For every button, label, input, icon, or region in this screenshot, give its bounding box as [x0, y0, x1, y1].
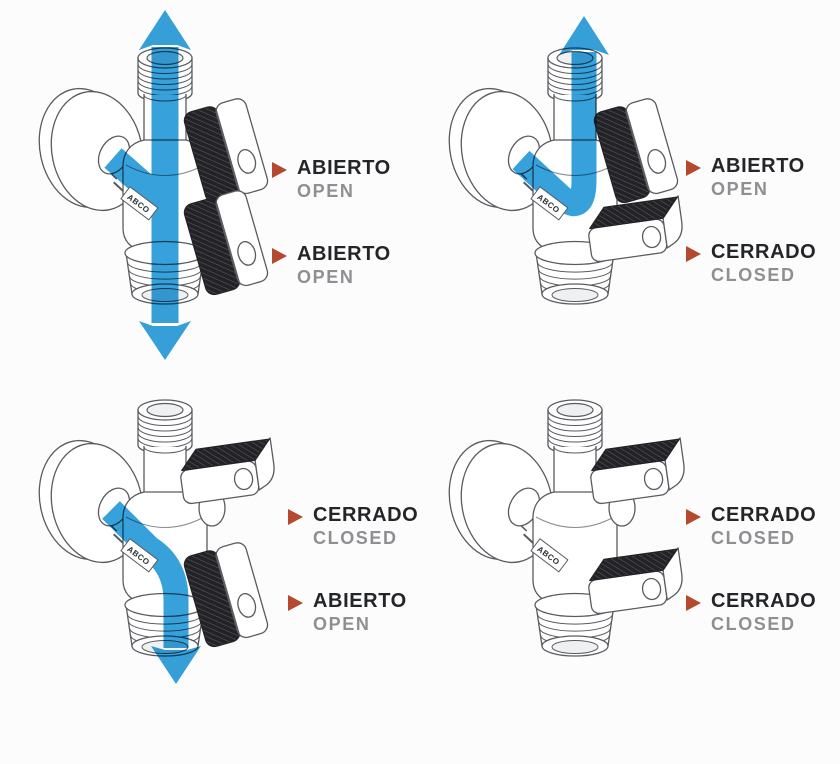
state-label-english: CLOSED [711, 614, 796, 634]
state-label-spanish: ABIERTO [313, 590, 407, 612]
valve-illustration-bottom-right: ABCO [448, 399, 685, 657]
valve-drawing: ABCO [38, 399, 275, 684]
pointer-triangle-icon [272, 162, 287, 178]
flow-arrow [104, 10, 191, 360]
state-label-english: OPEN [297, 181, 355, 201]
state-label-english: CLOSED [711, 265, 796, 285]
state-label-bottom-left-upper: CERRADO CLOSED [288, 505, 418, 549]
valve-drawing: ABCO [38, 10, 269, 360]
pointer-triangle-icon [686, 595, 701, 611]
state-label-top-left-upper: ABIERTO OPEN [272, 158, 391, 202]
state-label-top-right-lower: CERRADO CLOSED [686, 242, 816, 286]
flow-arrow [512, 16, 609, 216]
state-label-spanish: CERRADO [711, 504, 817, 526]
state-label-spanish: ABIERTO [711, 155, 805, 177]
state-label-bottom-right-lower: CERRADO CLOSED [686, 591, 816, 635]
lower-handle-open [183, 542, 269, 648]
pointer-triangle-icon [686, 246, 701, 262]
state-label-english: OPEN [297, 267, 355, 287]
upper-handle-closed [180, 437, 275, 505]
valve-illustration-top-right: ABCO [448, 16, 683, 305]
valve-drawing: ABCO [448, 399, 685, 657]
lower-handle-closed [588, 547, 683, 615]
pointer-triangle-icon [686, 160, 701, 176]
state-label-bottom-left-lower: ABIERTO OPEN [288, 591, 407, 635]
state-label-english: OPEN [711, 179, 769, 199]
state-label-top-left-lower: ABIERTO OPEN [272, 244, 391, 288]
pointer-triangle-icon [272, 248, 287, 264]
valve-body [532, 399, 618, 657]
pointer-triangle-icon [288, 595, 303, 611]
state-label-english: OPEN [313, 614, 371, 634]
flow-arrow [102, 501, 201, 684]
state-label-bottom-right-upper: CERRADO CLOSED [686, 505, 816, 549]
state-label-spanish: ABIERTO [297, 157, 391, 179]
wall-flange [448, 439, 554, 564]
state-label-spanish: ABIERTO [297, 243, 391, 265]
upper-handle-open [593, 98, 679, 204]
pointer-triangle-icon [686, 509, 701, 525]
state-label-english: CLOSED [313, 528, 398, 548]
state-label-top-right-upper: ABIERTO OPEN [686, 156, 805, 200]
lower-handle-open [183, 190, 269, 296]
valve-drawing: ABCO [448, 16, 683, 305]
upper-handle-open [183, 98, 269, 204]
state-label-spanish: CERRADO [711, 590, 817, 612]
valve-illustration-bottom-left: ABCO [38, 399, 275, 684]
upper-handle-closed [590, 437, 685, 505]
state-label-spanish: CERRADO [711, 241, 817, 263]
lower-handle-closed [588, 195, 683, 263]
pointer-triangle-icon [288, 509, 303, 525]
state-label-english: CLOSED [711, 528, 796, 548]
valve-illustration-top-left: ABCO [38, 10, 269, 360]
state-label-spanish: CERRADO [313, 504, 419, 526]
